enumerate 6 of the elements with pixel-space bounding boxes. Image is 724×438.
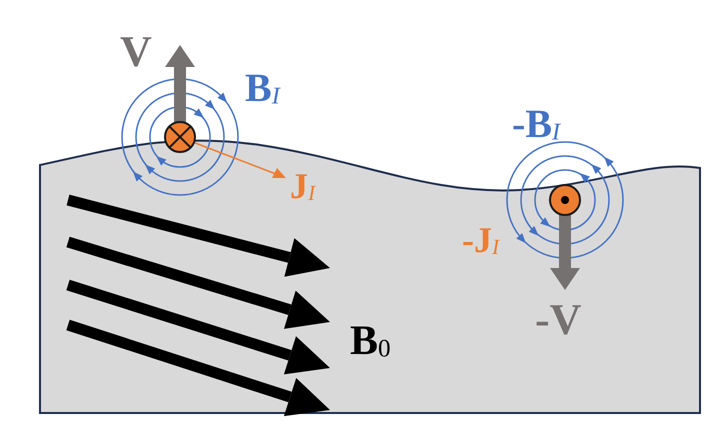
velocity-label: V	[120, 30, 152, 74]
field-label: -B$_{I}$	[512, 104, 560, 144]
velocity-label: -V	[535, 298, 582, 342]
field-label: B$_{I}$	[245, 68, 280, 108]
current-label: J$_{I}$	[290, 168, 316, 205]
current-label: -J$_{I}$	[462, 222, 500, 259]
